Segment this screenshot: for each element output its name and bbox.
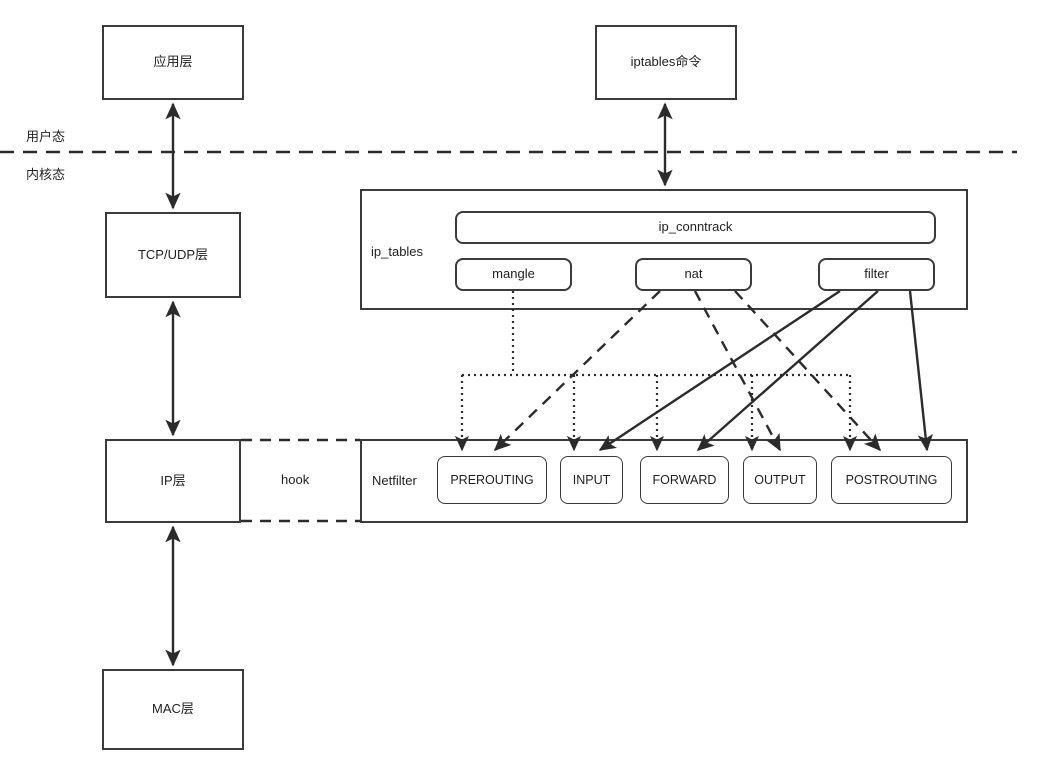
ip-tables-container	[360, 189, 968, 310]
chain-label-forward: FORWARD	[652, 472, 717, 487]
chain-box-prerouting[interactable]: PREROUTING	[437, 456, 547, 504]
table-label-nat: nat	[684, 266, 703, 282]
connector-nat-to-postrouting	[734, 290, 881, 452]
ip-conntrack-label: ip_conntrack	[658, 219, 733, 235]
layer-box-application[interactable]: 应用层	[102, 25, 244, 100]
ip-conntrack-box[interactable]: ip_conntrack	[455, 211, 936, 244]
chain-box-input[interactable]: INPUT	[560, 456, 623, 504]
table-box-nat[interactable]: nat	[635, 258, 752, 291]
layer-box-tcp-udp[interactable]: TCP/UDP层	[105, 212, 241, 298]
iptables-command-box[interactable]: iptables命令	[595, 25, 737, 100]
layer-box-ip[interactable]: IP层	[105, 439, 241, 523]
connector-filter-to-input	[598, 289, 841, 452]
user-mode-label: 用户态	[26, 129, 66, 144]
chain-label-postrouting: POSTROUTING	[845, 472, 938, 487]
chain-label-input: INPUT	[572, 472, 611, 487]
chain-box-output[interactable]: OUTPUT	[743, 456, 817, 504]
layer-box-mac[interactable]: MAC层	[102, 669, 244, 750]
hook-label: hook	[281, 472, 310, 487]
connector-nat-to-output	[693, 290, 782, 452]
chain-label-output: OUTPUT	[754, 472, 806, 487]
layer-label-mac: MAC层	[152, 701, 194, 717]
chain-box-forward[interactable]: FORWARD	[640, 456, 729, 504]
layer-label-application: 应用层	[153, 54, 193, 70]
netfilter-container-label: Netfilter	[372, 473, 417, 488]
chain-label-prerouting: PREROUTING	[450, 472, 534, 487]
table-box-filter[interactable]: filter	[818, 258, 935, 291]
table-label-filter: filter	[864, 266, 889, 282]
table-label-mangle: mangle	[492, 266, 535, 282]
layer-label-tcp-udp: TCP/UDP层	[137, 246, 209, 262]
ip-tables-container-label: ip_tables	[371, 244, 424, 259]
kernel-mode-label: 内核态	[26, 167, 66, 182]
layer-label-ip: IP层	[160, 472, 186, 488]
iptables-command-label: iptables命令	[630, 54, 702, 70]
table-box-mangle[interactable]: mangle	[455, 258, 572, 291]
connector-nat-to-prerouting	[493, 290, 661, 451]
chain-box-postrouting[interactable]: POSTROUTING	[831, 456, 952, 504]
connector-filter-to-forward	[696, 290, 879, 451]
connector-filter-to-postrouting	[908, 290, 934, 452]
